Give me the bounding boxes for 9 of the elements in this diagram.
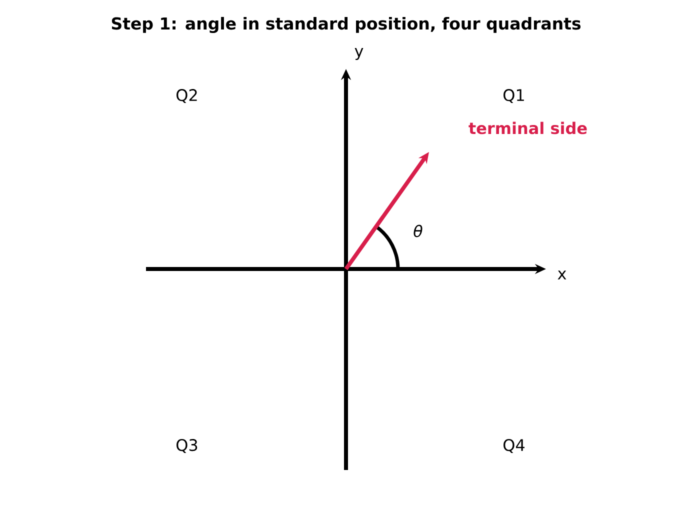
axis-label: x <box>558 270 566 280</box>
axis-label: y <box>354 48 364 60</box>
quadrant-label: Q4 <box>504 439 524 453</box>
title: Step 1: angle in standard position, four quadrants <box>112 16 581 34</box>
angle-label: θ <box>414 224 422 238</box>
quadrant-label: Q3 <box>176 439 198 453</box>
quadrant-label: Q1 <box>504 89 524 103</box>
ray-label: terminal side <box>468 122 587 134</box>
quadrant-label: Q2 <box>176 89 197 103</box>
